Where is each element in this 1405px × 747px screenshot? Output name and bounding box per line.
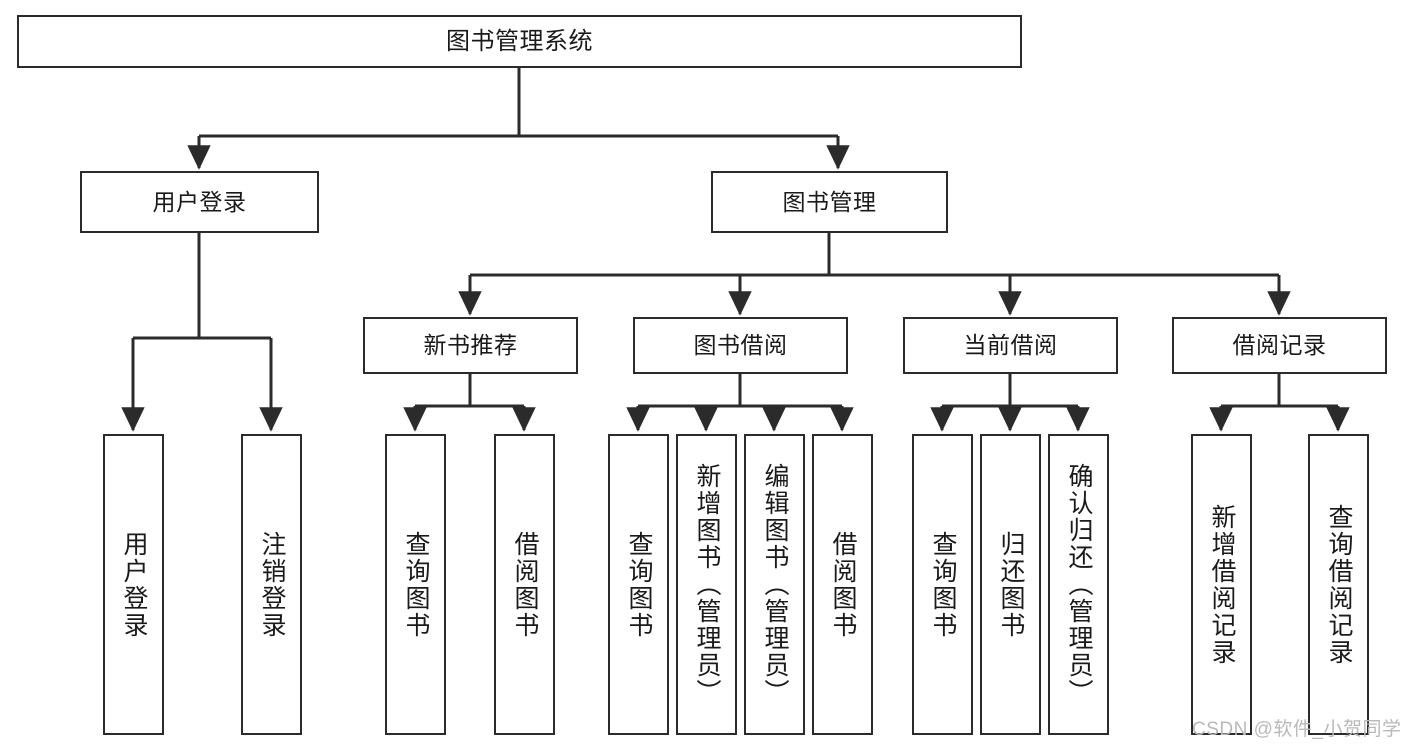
node-label: 查询图书 [929,530,957,639]
node-label: 图书管理系统 [446,27,593,55]
node-leaf-user-login-signin[interactable]: 用户登录 [103,434,164,735]
node-current-borrowing[interactable]: 当前借阅 [903,317,1118,374]
node-label: 图书管理 [782,188,877,215]
node-root-book-management-system[interactable]: 图书管理系统 [17,15,1022,68]
node-user-login[interactable]: 用户登录 [80,171,319,233]
csdn-watermark: CSDN @软件_小贺同学 [1192,719,1402,740]
node-book-management[interactable]: 图书管理 [711,171,948,233]
node-label: 当前借阅 [963,332,1058,359]
node-leaf-borrow-edit-book-admin[interactable]: 编辑图书（管理员） [744,434,805,735]
node-leaf-borrow-query-book[interactable]: 查询图书 [608,434,669,735]
node-label: 确认归还（管理员） [1065,463,1093,706]
node-label: 用户登录 [152,188,247,215]
node-label: 图书借阅 [693,332,788,359]
node-leaf-record-add-record[interactable]: 新增借阅记录 [1191,434,1252,735]
node-label: 查询图书 [625,530,653,639]
node-label: 借阅图书 [829,530,857,639]
node-book-borrowing[interactable]: 图书借阅 [633,317,848,374]
node-new-book-recommendation[interactable]: 新书推荐 [363,317,578,374]
node-leaf-current-return-book[interactable]: 归还图书 [980,434,1041,735]
node-label: 新书推荐 [423,332,518,359]
node-borrowing-records[interactable]: 借阅记录 [1172,317,1387,374]
node-leaf-new-book-query[interactable]: 查询图书 [385,434,446,735]
node-leaf-borrow-borrow-book[interactable]: 借阅图书 [812,434,873,735]
node-label: 借阅记录 [1232,332,1327,359]
node-leaf-current-confirm-return-admin[interactable]: 确认归还（管理员） [1048,434,1109,735]
node-label: 查询图书 [402,530,430,639]
node-leaf-new-book-borrow[interactable]: 借阅图书 [494,434,555,735]
node-leaf-user-login-signout[interactable]: 注销登录 [241,434,302,735]
node-leaf-current-query-book[interactable]: 查询图书 [912,434,973,735]
node-leaf-borrow-add-book-admin[interactable]: 新增图书（管理员） [676,434,737,735]
node-leaf-record-query-record[interactable]: 查询借阅记录 [1308,434,1369,735]
node-label: 注销登录 [258,530,286,639]
node-label: 新增借阅记录 [1208,503,1236,666]
node-label: 借阅图书 [511,530,539,639]
node-label: 归还图书 [997,530,1025,639]
node-label: 新增图书（管理员） [693,463,721,706]
node-label: 查询借阅记录 [1325,503,1353,666]
node-label: 用户登录 [120,530,148,639]
node-label: 编辑图书（管理员） [761,463,789,706]
